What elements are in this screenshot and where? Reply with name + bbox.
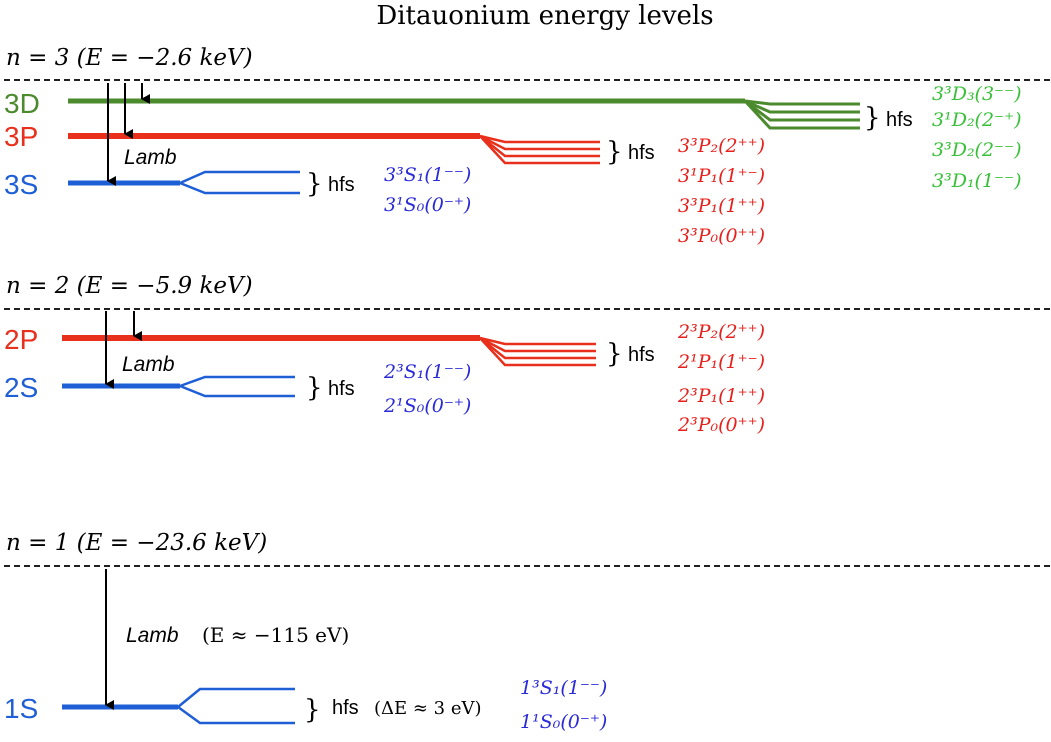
n3-p-state-1: 3³P₂(2⁺⁺) xyxy=(678,135,765,157)
n1-s-brace: } xyxy=(304,695,321,725)
level-3p-split-2 xyxy=(479,134,600,151)
n1-header: n = 1 (E = −23.6 keV) xyxy=(6,530,267,556)
n2-s-state-2: 2¹S₀(0⁻⁺) xyxy=(383,395,471,417)
n3-d-state-3: 3³D₂(2⁻⁻) xyxy=(932,139,1022,161)
label-1s: 1S xyxy=(4,693,38,724)
label-3p: 3P xyxy=(4,121,38,152)
n2-p-state-3: 2³P₁(1⁺⁺) xyxy=(677,385,765,407)
level-1s xyxy=(62,687,295,725)
level-1s-split-lower xyxy=(177,705,295,725)
level-3p xyxy=(68,133,600,165)
n2-p-hfs: hfs xyxy=(628,344,655,366)
level-3p-split-1 xyxy=(479,134,600,144)
level-2p-split-2 xyxy=(479,336,596,353)
level-3p-split-4 xyxy=(479,135,600,165)
n2-s-state-1: 2³S₁(1⁻⁻) xyxy=(383,361,471,383)
n3-d-state-1: 3³D₃(3⁻⁻) xyxy=(932,83,1022,105)
n2-s-hfs: hfs xyxy=(328,378,355,400)
n3-d-hfs: hfs xyxy=(886,109,913,131)
level-3s-split-lower xyxy=(179,181,300,195)
n2-p-brace: } xyxy=(606,339,623,369)
level-3s-split-upper xyxy=(179,170,300,185)
level-3p-split-3 xyxy=(479,135,600,158)
level-3d-split-1 xyxy=(744,99,860,106)
level-2s-split-lower xyxy=(179,384,295,398)
n2-s-brace: } xyxy=(306,373,323,403)
n3-p-state-3: 3³P₁(1⁺⁺) xyxy=(678,195,765,217)
n1-s-state-2: 1¹S₀(0⁻⁺) xyxy=(520,711,607,733)
n3-d-state-4: 3³D₁(1⁻⁻) xyxy=(932,170,1022,192)
n1-hfs-energy: (ΔE ≈ 3 eV) xyxy=(374,698,482,719)
n1-s-state-1: 1³S₁(1⁻⁻) xyxy=(520,677,607,699)
n2-p-state-4: 2³P₀(0⁺⁺) xyxy=(677,414,765,436)
level-3d xyxy=(68,98,860,130)
n3-lamb-label: Lamb xyxy=(124,146,177,169)
n3-s-state-2: 3¹S₀(0⁻⁺) xyxy=(384,194,471,216)
level-1s-split-upper xyxy=(177,687,295,708)
level-3s xyxy=(68,170,300,195)
n2-header: n = 2 (E = −5.9 keV) xyxy=(6,273,253,299)
n2-p-state-2: 2¹P₁(1⁺⁻) xyxy=(677,351,765,373)
n3-s-hfs: hfs xyxy=(328,174,355,196)
n3-d-brace: } xyxy=(864,103,881,133)
level-3d-split-3 xyxy=(744,99,860,122)
n3-p-state-4: 3³P₀(0⁺⁺) xyxy=(678,225,765,247)
label-3d: 3D xyxy=(4,88,40,119)
level-2p-split-1 xyxy=(479,336,596,346)
level-3d-split-2 xyxy=(744,99,860,114)
level-2p xyxy=(62,335,596,367)
label-2s: 2S xyxy=(4,372,38,403)
n3-d-state-2: 3¹D₂(2⁻⁺) xyxy=(932,109,1022,131)
n1-s-hfs: hfs xyxy=(332,697,359,719)
diagram-title: Ditauonium energy levels xyxy=(376,1,713,31)
n3-s-state-1: 3³S₁(1⁻⁻) xyxy=(384,164,471,186)
n3-header: n = 3 (E = −2.6 keV) xyxy=(6,45,253,71)
n3-p-brace: } xyxy=(606,137,623,167)
n3-p-state-2: 3¹P₁(1⁺⁻) xyxy=(678,165,765,187)
n2-lamb-label: Lamb xyxy=(122,353,175,376)
level-2s-split-upper xyxy=(179,375,295,388)
level-2s xyxy=(62,375,295,398)
label-2p: 2P xyxy=(4,324,38,355)
level-2p-split-4 xyxy=(479,337,596,367)
level-2p-split-3 xyxy=(479,337,596,360)
n3-s-brace: } xyxy=(306,169,323,199)
label-3s: 3S xyxy=(4,169,38,200)
n2-p-state-1: 2³P₂(2⁺⁺) xyxy=(677,321,765,343)
n1-lamb-label: Lamb xyxy=(126,624,179,647)
n3-p-hfs: hfs xyxy=(628,142,655,164)
n1-lamb-energy: (E ≈ −115 eV) xyxy=(202,623,349,647)
level-3d-split-4 xyxy=(743,99,860,130)
